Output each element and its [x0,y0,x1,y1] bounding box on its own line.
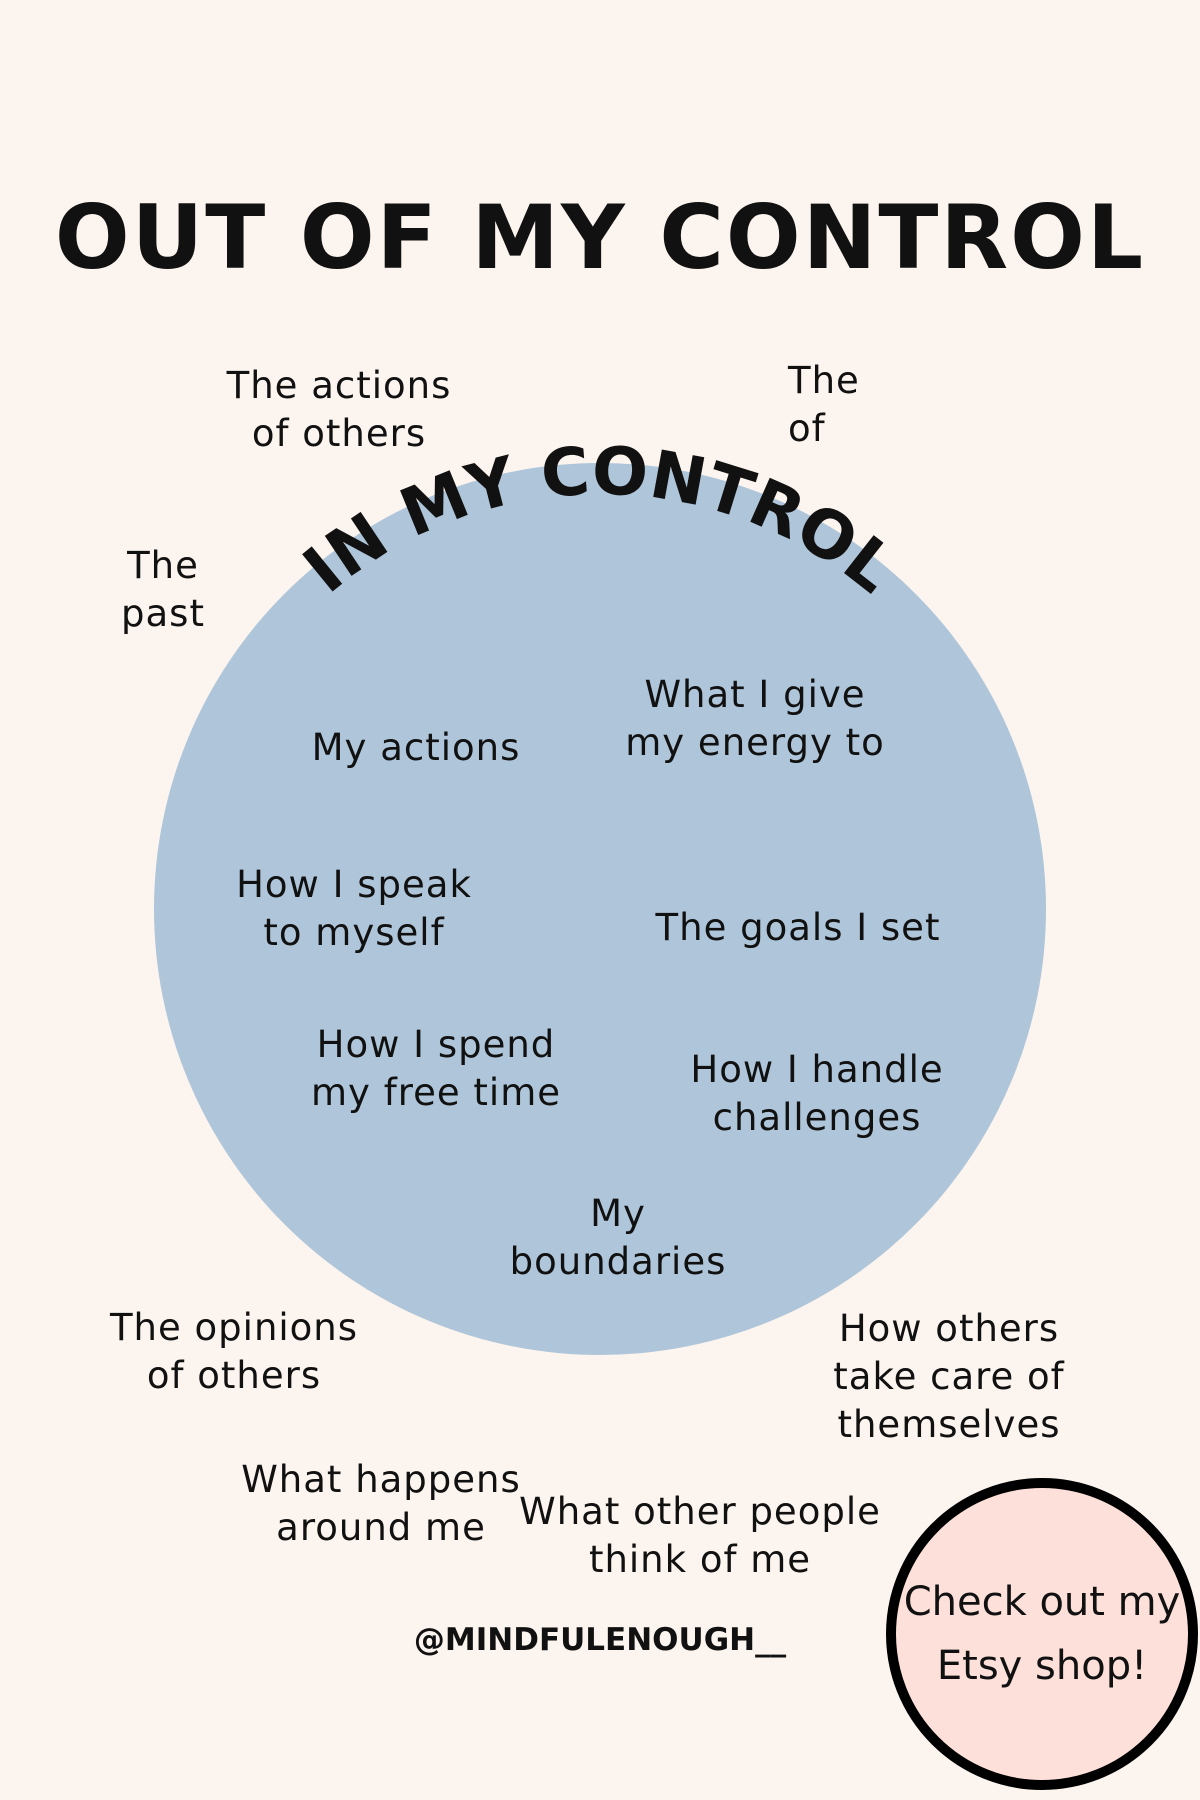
outer-title: OUT OF MY CONTROL [54,186,1146,289]
etsy-badge-line: Etsy shop! [936,1643,1148,1689]
etsy-badge-line: Check out my [903,1579,1181,1625]
etsy-shop-badge[interactable]: Check out my Etsy shop! [886,1478,1198,1790]
svg-text:IN MY CONTROL: IN MY CONTROL [289,432,910,608]
author-handle: @MINDFULENOUGH__ [413,1622,787,1658]
in-control-circle [154,463,1046,1355]
inner-title: IN MY CONTROL [289,432,910,608]
inside-item: The goals I set [655,906,941,949]
inside-item: My actions [311,726,521,769]
